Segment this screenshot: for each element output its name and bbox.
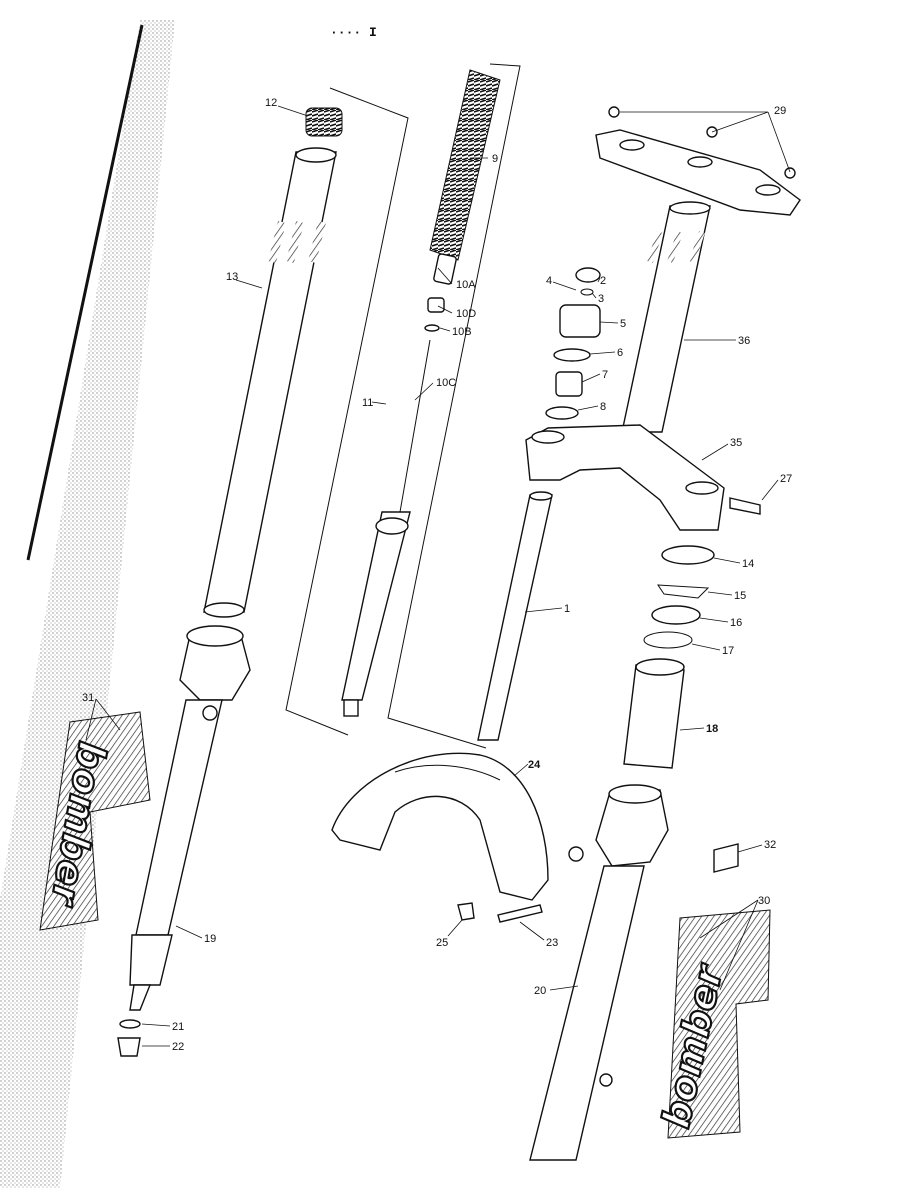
callout-19: 19 (204, 933, 216, 945)
part-10B (424, 324, 440, 332)
part-7 (555, 371, 583, 397)
right-decal-30: bomber (653, 909, 771, 1139)
bolt-25 (457, 902, 475, 921)
callout-16: 16 (730, 617, 742, 629)
callout-12: 12 (265, 97, 277, 109)
leader-lines (85, 105, 791, 1047)
callout-24: 24 (528, 759, 541, 771)
page-header-mark: ···· I (330, 25, 377, 40)
part-5 (559, 304, 601, 338)
callout-8: 8 (600, 401, 606, 413)
page-edge-shading (0, 20, 175, 1188)
callout-22: 22 (172, 1041, 184, 1053)
damper-rod-10C (399, 339, 431, 513)
top-crown (595, 106, 801, 216)
callout-20: 20 (534, 985, 546, 997)
callout-18: 18 (706, 723, 718, 735)
callout-10B: 10B (452, 326, 472, 338)
callout-10A: 10A (456, 279, 476, 291)
lower-crown-35 (525, 424, 761, 531)
callout-4: 4 (546, 275, 552, 287)
damper-body-11 (341, 511, 411, 717)
callout-31: 31 (82, 692, 94, 704)
callout-3: 3 (598, 293, 604, 305)
callout-15: 15 (734, 590, 746, 602)
drain-bolt-22 (117, 1037, 141, 1057)
part-6 (553, 348, 591, 362)
right-fork-assembly (331, 106, 801, 1161)
callout-32: 32 (764, 839, 776, 851)
damper-cartridge-assembly (285, 63, 521, 749)
bolt-23 (497, 904, 543, 923)
callout-2: 2 (600, 275, 606, 287)
spring-12 (305, 107, 343, 137)
stanchion-tube-1 (477, 491, 553, 741)
part-16 (651, 605, 701, 625)
callout-labels: 12 9 29 13 10A 10D 10B 10C 11 2 3 4 5 6 … (82, 97, 792, 1053)
callout-7: 7 (602, 369, 608, 381)
steerer-tube-36 (621, 201, 711, 433)
part-2 (575, 267, 601, 283)
callout-17: 17 (722, 645, 734, 657)
callout-9: 9 (492, 153, 498, 165)
lower-leg-19 (129, 625, 251, 1011)
callout-13: 13 (226, 271, 238, 283)
part-3 (580, 288, 594, 296)
callout-23: 23 (546, 937, 558, 949)
decal-32 (713, 843, 739, 873)
callout-35: 35 (730, 437, 742, 449)
part-10A (433, 253, 457, 285)
callout-14: 14 (742, 558, 754, 570)
callout-10C: 10C (436, 377, 456, 389)
callout-29: 29 (774, 105, 786, 117)
part-8 (545, 406, 579, 420)
callout-5: 5 (620, 318, 626, 330)
callout-21: 21 (172, 1021, 184, 1033)
spring-9 (429, 69, 501, 261)
part-17 (643, 631, 693, 649)
o-ring-21 (119, 1019, 141, 1029)
part-14 (661, 545, 715, 565)
fork-brace-24 (331, 752, 549, 901)
lower-leg-20 (529, 784, 669, 1161)
callout-27: 27 (780, 473, 792, 485)
callout-30: 30 (758, 895, 770, 907)
callout-25: 25 (436, 937, 448, 949)
callout-11: 11 (362, 397, 373, 409)
callout-1: 1 (564, 603, 570, 615)
bushing-sleeve-18 (623, 658, 685, 769)
upper-tube-13 (203, 147, 337, 618)
callout-6: 6 (617, 347, 623, 359)
callout-10D: 10D (456, 308, 476, 320)
callout-36: 36 (738, 335, 750, 347)
part-10D (427, 297, 445, 313)
left-fork-assembly (117, 107, 343, 1057)
part-15 (657, 584, 710, 599)
